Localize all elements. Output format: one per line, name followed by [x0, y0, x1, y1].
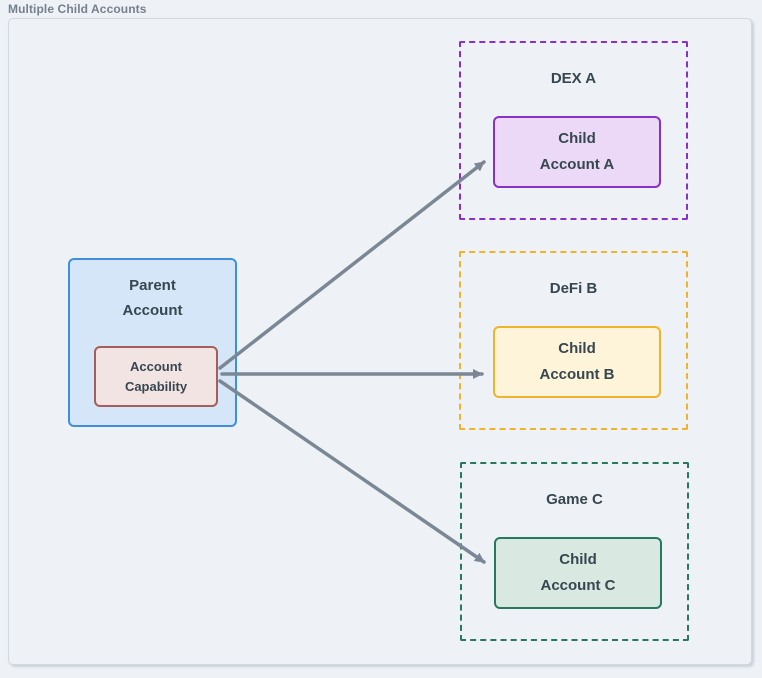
group-dex-a-label: DEX A [550, 70, 597, 87]
child-a-line2: Account A [539, 156, 615, 173]
capability-label-line1: Account [130, 358, 182, 374]
account-capability-node: Account Capability [94, 346, 218, 407]
group-defi-b-label: DeFi B [549, 280, 598, 297]
capability-label-line2: Capability [124, 378, 188, 394]
child-account-b-node: Child Account B [493, 326, 661, 398]
child-account-a-node: Child Account A [493, 116, 661, 188]
group-game-c-label: Game C [546, 491, 603, 508]
child-account-c-node: Child Account C [494, 537, 662, 609]
parent-label-line1: Parent [129, 277, 176, 294]
group-dex-a: DEX A Child Account A [459, 41, 688, 220]
parent-account-node: Parent Account Account Capability [68, 258, 237, 427]
child-b-line1: Child [558, 340, 596, 357]
child-c-line2: Account C [540, 577, 616, 594]
diagram-title: Multiple Child Accounts [8, 2, 147, 16]
child-b-line2: Account B [539, 366, 615, 383]
child-a-line1: Child [558, 130, 596, 147]
group-game-c: Game C Child Account C [460, 462, 689, 641]
group-defi-b: DeFi B Child Account B [459, 251, 688, 430]
child-c-line1: Child [559, 551, 597, 568]
parent-label-line2: Account [122, 302, 183, 319]
parent-account-label: Parent Account [70, 273, 235, 323]
